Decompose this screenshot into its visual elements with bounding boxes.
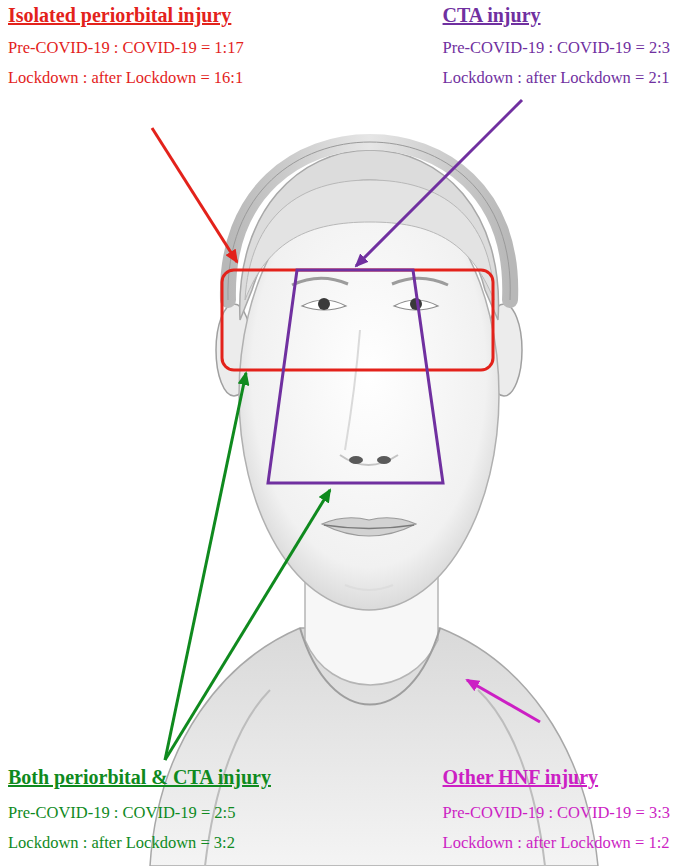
leader-arrow [152, 128, 237, 262]
group-heading: Both periorbital & CTA injury [8, 766, 271, 789]
leader-arrow [467, 680, 540, 722]
group-heading: Other HNF injury [443, 766, 599, 789]
cta-region [268, 270, 443, 483]
ratio-text: Pre-COVID-19 : COVID-19 = 2:3 [443, 39, 670, 58]
leader-arrows [152, 100, 540, 760]
leader-arrow [165, 490, 330, 760]
ratio-text: Lockdown : after Lockdown = 1:2 [443, 834, 670, 853]
region-outlines [222, 270, 493, 483]
leader-arrow [356, 100, 522, 266]
ratio-text: Pre-COVID-19 : COVID-19 = 1:17 [8, 39, 244, 58]
ratio-text: Lockdown : after Lockdown = 3:2 [8, 834, 235, 853]
ratio-text: Lockdown : after Lockdown = 16:1 [8, 69, 243, 88]
head [216, 142, 522, 610]
group-heading: CTA injury [443, 4, 541, 27]
ratio-text: Pre-COVID-19 : COVID-19 = 2:5 [8, 804, 235, 823]
periorbital-region [222, 270, 493, 370]
group-heading: Isolated periorbital injury [8, 4, 231, 27]
leader-arrow [165, 373, 246, 760]
face-features [292, 278, 448, 590]
ratio-text: Lockdown : after Lockdown = 2:1 [443, 69, 670, 88]
ratio-text: Pre-COVID-19 : COVID-19 = 3:3 [443, 804, 670, 823]
